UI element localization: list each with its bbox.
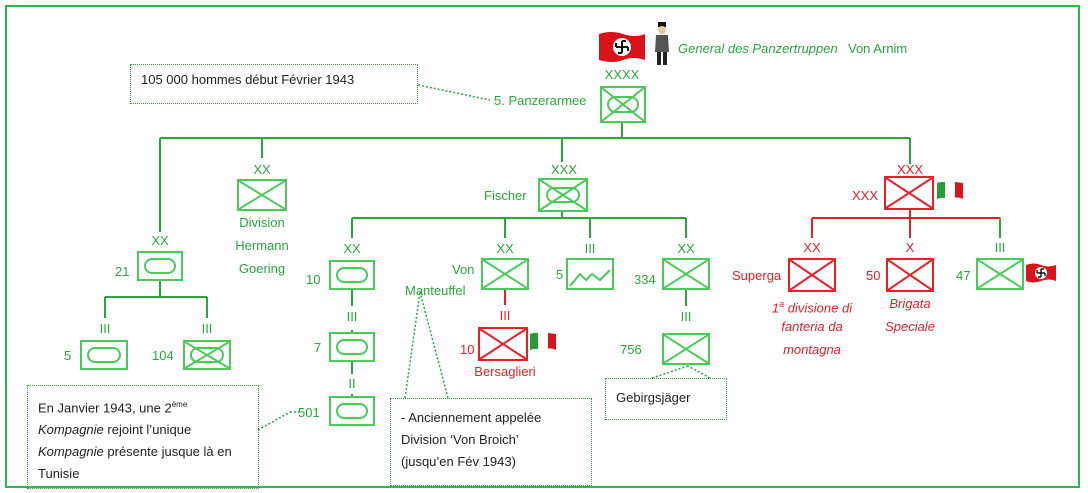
fischer-echelon: XXX <box>550 162 577 177</box>
bers-label: 10 <box>460 342 475 357</box>
bat501-label: 501 <box>298 405 320 420</box>
div21-label: 21 <box>115 264 130 279</box>
bat501-echelon: II <box>348 376 356 391</box>
reg756-echelon: III <box>680 309 692 324</box>
hg-line3: Goering <box>238 261 286 276</box>
reg104-echelon: III <box>201 321 213 336</box>
army-echelon: XXXX <box>604 67 640 82</box>
reg7-label: 7 <box>314 340 322 355</box>
reg5-echelon: III <box>99 321 111 336</box>
bat501-symbol <box>329 396 375 426</box>
reg47-echelon: III <box>994 240 1006 255</box>
reg756-label: 756 <box>620 342 642 357</box>
div334-echelon: XX <box>677 241 695 256</box>
div21-symbol <box>137 251 183 281</box>
strength-callout: 105 000 hommes début Février 1943 <box>130 64 418 104</box>
reg7-echelon: III <box>346 309 358 324</box>
superga-sub2: fanteria da <box>781 319 843 334</box>
vm-line1: Von <box>452 262 475 277</box>
fischer-symbol <box>538 178 588 212</box>
commander-rank: General des Panzertruppen <box>678 41 838 56</box>
it-corps-label: XXX <box>852 188 879 203</box>
vm-line2: Manteuffel <box>405 283 466 298</box>
reg5m-echelon: III <box>584 241 596 256</box>
swastika-flag-icon <box>599 32 645 62</box>
div334-label: 334 <box>634 272 656 287</box>
reg7-symbol <box>329 332 375 362</box>
panzer-army-symbol <box>600 86 646 123</box>
reg5-symbol <box>80 340 128 370</box>
brig50-sub1: Brigata <box>889 296 931 311</box>
div21-echelon: XX <box>151 233 169 248</box>
swastika-flag-icon <box>1026 263 1056 283</box>
reg47-symbol <box>976 258 1024 290</box>
it-corps-echelon: XXX <box>896 162 923 177</box>
gebirgs-callout: Gebirgsjäger <box>605 378 727 420</box>
bers-echelon: III <box>499 308 511 323</box>
div334-symbol <box>662 258 710 290</box>
brig50-label: 50 <box>866 268 881 283</box>
commander-name: Von Arnim <box>848 41 908 56</box>
reg5m-symbol <box>566 258 614 290</box>
div10-echelon: XX <box>343 241 361 256</box>
broich-callout: - Anciennement appelée Division ‘Von Bro… <box>390 398 592 486</box>
italian-flag-icon <box>530 332 556 352</box>
italian-flag-icon <box>937 181 963 201</box>
hg-line2: Hermann <box>235 238 289 253</box>
fischer-label: Fischer <box>484 188 527 203</box>
vm-echelon: XX <box>496 241 514 256</box>
army-name: 5. Panzerarmee <box>494 93 587 108</box>
kompanie-callout: En Janvier 1943, une 2ème Kompagnie rejo… <box>27 385 259 489</box>
superga-symbol <box>788 258 836 292</box>
brig50-echelon: X <box>905 240 915 255</box>
reg5m-label: 5 <box>556 267 564 282</box>
reg756-symbol <box>662 333 710 365</box>
brig50-symbol <box>886 258 934 292</box>
it-corps-symbol <box>884 176 934 210</box>
superga-echelon: XX <box>803 240 821 255</box>
reg104-symbol <box>183 340 231 370</box>
reg47-label: 47 <box>956 268 971 283</box>
reg5-label: 5 <box>64 348 72 363</box>
superga-sub3: montagna <box>783 342 841 357</box>
hg-line1: Division <box>239 215 285 230</box>
hg-symbol <box>237 179 287 211</box>
div10-label: 10 <box>306 272 321 287</box>
brig50-sub2: Speciale <box>885 319 935 334</box>
hg-echelon: XX <box>253 162 271 177</box>
bers-name: Bersaglieri <box>474 364 536 379</box>
bers-symbol <box>478 327 528 361</box>
superga-sub1: 1a divisione di <box>771 299 853 316</box>
vm-symbol <box>481 258 529 290</box>
div10-symbol <box>329 260 375 290</box>
diagram-frame <box>5 5 1080 488</box>
general-figure-icon <box>655 22 669 65</box>
superga-label: Superga <box>732 268 782 283</box>
reg104-label: 104 <box>152 348 174 363</box>
